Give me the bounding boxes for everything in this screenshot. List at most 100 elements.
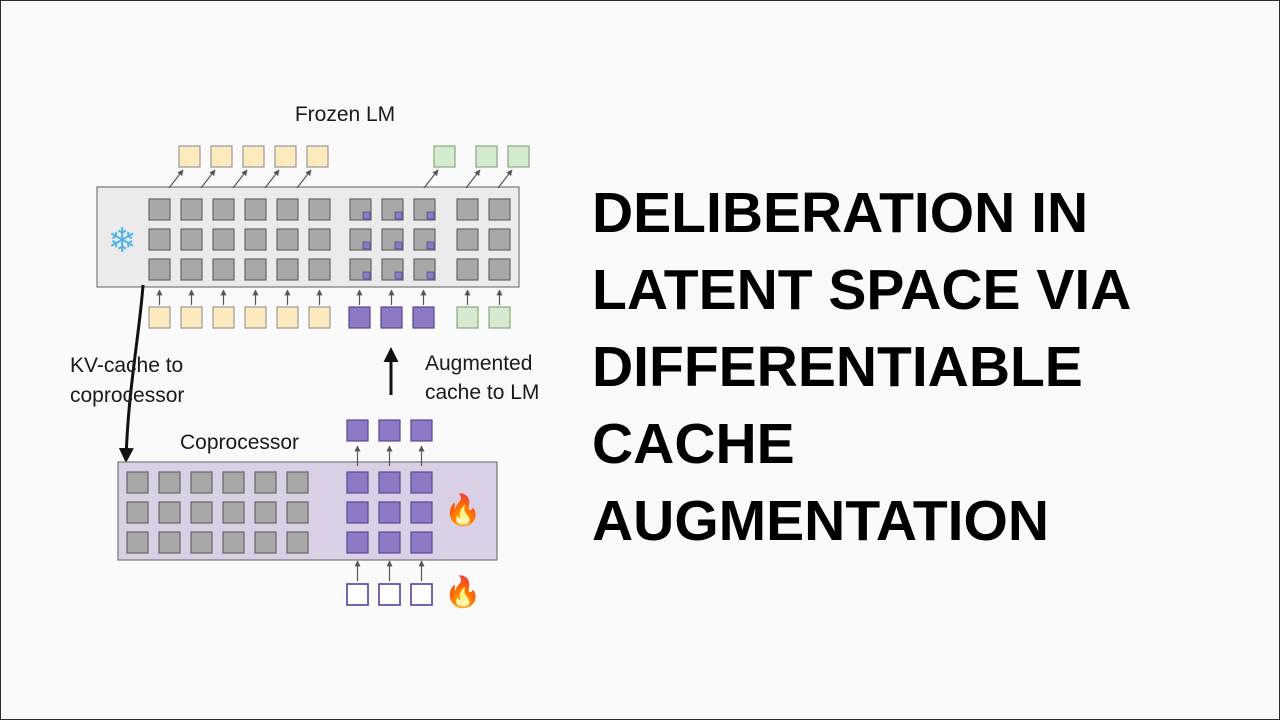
fire-icon: 🔥 — [444, 574, 481, 609]
latent-embedding-token — [346, 583, 369, 606]
frozen-cell — [244, 228, 267, 251]
output-arrow — [232, 169, 248, 189]
coprocessor-cell — [254, 531, 277, 554]
frozen-lm-input-tokens — [148, 306, 511, 329]
slide-title: DELIBERATION IN LATENT SPACE VIA DIFFERE… — [592, 175, 1252, 560]
augmented-marker — [394, 211, 403, 220]
frozen-cell — [488, 198, 511, 221]
frozen-cell — [308, 198, 331, 221]
coprocessor-latent-cell — [378, 471, 401, 494]
coprocessor-cell — [286, 531, 309, 554]
frozen-cell — [212, 198, 235, 221]
frozen-cell — [244, 258, 267, 281]
augmented-token — [346, 419, 369, 442]
title-line-5: AUGMENTATION — [592, 489, 1050, 553]
frozen-cell — [244, 198, 267, 221]
frozen-cell — [276, 228, 299, 251]
latent-token — [412, 306, 435, 329]
input-token — [488, 306, 511, 329]
output-arrow — [168, 169, 184, 189]
coprocessor-cell — [190, 501, 213, 524]
coprocessor-cell — [254, 501, 277, 524]
frozen-lm-cells — [148, 198, 511, 281]
kv-cache-label-line1: KV-cache to — [70, 354, 183, 377]
output-token — [507, 145, 530, 168]
snowflake-icon: ❄ — [108, 221, 137, 261]
augmented-marker — [426, 271, 435, 280]
coprocessor-cell — [286, 471, 309, 494]
latent-token — [380, 306, 403, 329]
coprocessor-latent-cell — [410, 531, 433, 554]
augmented-marker — [426, 241, 435, 250]
input-token — [148, 306, 171, 329]
title-line-3: DIFFERENTIABLE — [592, 335, 1083, 399]
coprocessor-cell — [158, 501, 181, 524]
title-line-1: DELIBERATION IN — [592, 181, 1089, 245]
coprocessor-cell — [222, 501, 245, 524]
fire-icon: 🔥 — [444, 492, 481, 527]
coprocessor-cell — [222, 531, 245, 554]
coprocessor-cell — [158, 471, 181, 494]
augmented-marker — [394, 271, 403, 280]
coprocessor-cell — [126, 531, 149, 554]
augmented-marker — [426, 211, 435, 220]
frozen-cell — [148, 258, 171, 281]
frozen-cell — [148, 198, 171, 221]
coprocessor-cell — [190, 531, 213, 554]
coprocessor-cell — [190, 471, 213, 494]
output-arrow — [200, 169, 216, 189]
input-token — [180, 306, 203, 329]
coprocessor-cell — [126, 471, 149, 494]
output-arrow — [423, 169, 439, 189]
output-arrow — [264, 169, 280, 189]
frozen-cell — [180, 198, 203, 221]
output-token — [306, 145, 329, 168]
output-arrow — [497, 169, 513, 189]
output-token — [475, 145, 498, 168]
output-arrow — [465, 169, 481, 189]
input-token — [212, 306, 235, 329]
coprocessor-latent-cell — [346, 471, 369, 494]
coprocessor-latent-cell — [378, 501, 401, 524]
coprocessor-latent-cell — [346, 501, 369, 524]
architecture-diagram: Frozen LM ❄ KV-cache to coprocessor Augm… — [70, 103, 539, 609]
latent-embedding-token — [378, 583, 401, 606]
input-token — [308, 306, 331, 329]
frozen-cell — [276, 198, 299, 221]
frozen-lm-output-tokens — [178, 145, 530, 168]
augmented-token — [378, 419, 401, 442]
frozen-cell — [276, 258, 299, 281]
frozen-cell — [488, 258, 511, 281]
frozen-cell — [148, 228, 171, 251]
frozen-cell — [180, 228, 203, 251]
latent-token — [348, 306, 371, 329]
frozen-cell — [212, 258, 235, 281]
output-arrow — [296, 169, 312, 189]
coprocessor-cell — [158, 531, 181, 554]
kv-cache-label-line2: coprocessor — [70, 384, 184, 407]
augmented-token — [410, 419, 433, 442]
input-token — [276, 306, 299, 329]
frozen-lm-label: Frozen LM — [295, 103, 395, 126]
output-token — [210, 145, 233, 168]
coprocessor-cells — [126, 471, 433, 554]
frozen-cell — [488, 228, 511, 251]
latent-embedding-token — [410, 583, 433, 606]
output-token — [274, 145, 297, 168]
frozen-cell — [456, 228, 479, 251]
augmented-marker — [362, 271, 371, 280]
coprocessor-latent-cell — [410, 501, 433, 524]
frozen-cell — [308, 258, 331, 281]
coprocessor-cell — [222, 471, 245, 494]
augmented-marker — [362, 241, 371, 250]
frozen-cell — [456, 198, 479, 221]
augmented-label-line2: cache to LM — [425, 381, 539, 404]
coprocessor-cell — [126, 501, 149, 524]
coprocessor-label: Coprocessor — [180, 431, 299, 454]
kv-cache-arrow — [118, 284, 145, 463]
augmented-label-line1: Augmented — [425, 352, 532, 375]
frozen-cell — [180, 258, 203, 281]
augmented-marker — [362, 211, 371, 220]
frozen-cell — [456, 258, 479, 281]
